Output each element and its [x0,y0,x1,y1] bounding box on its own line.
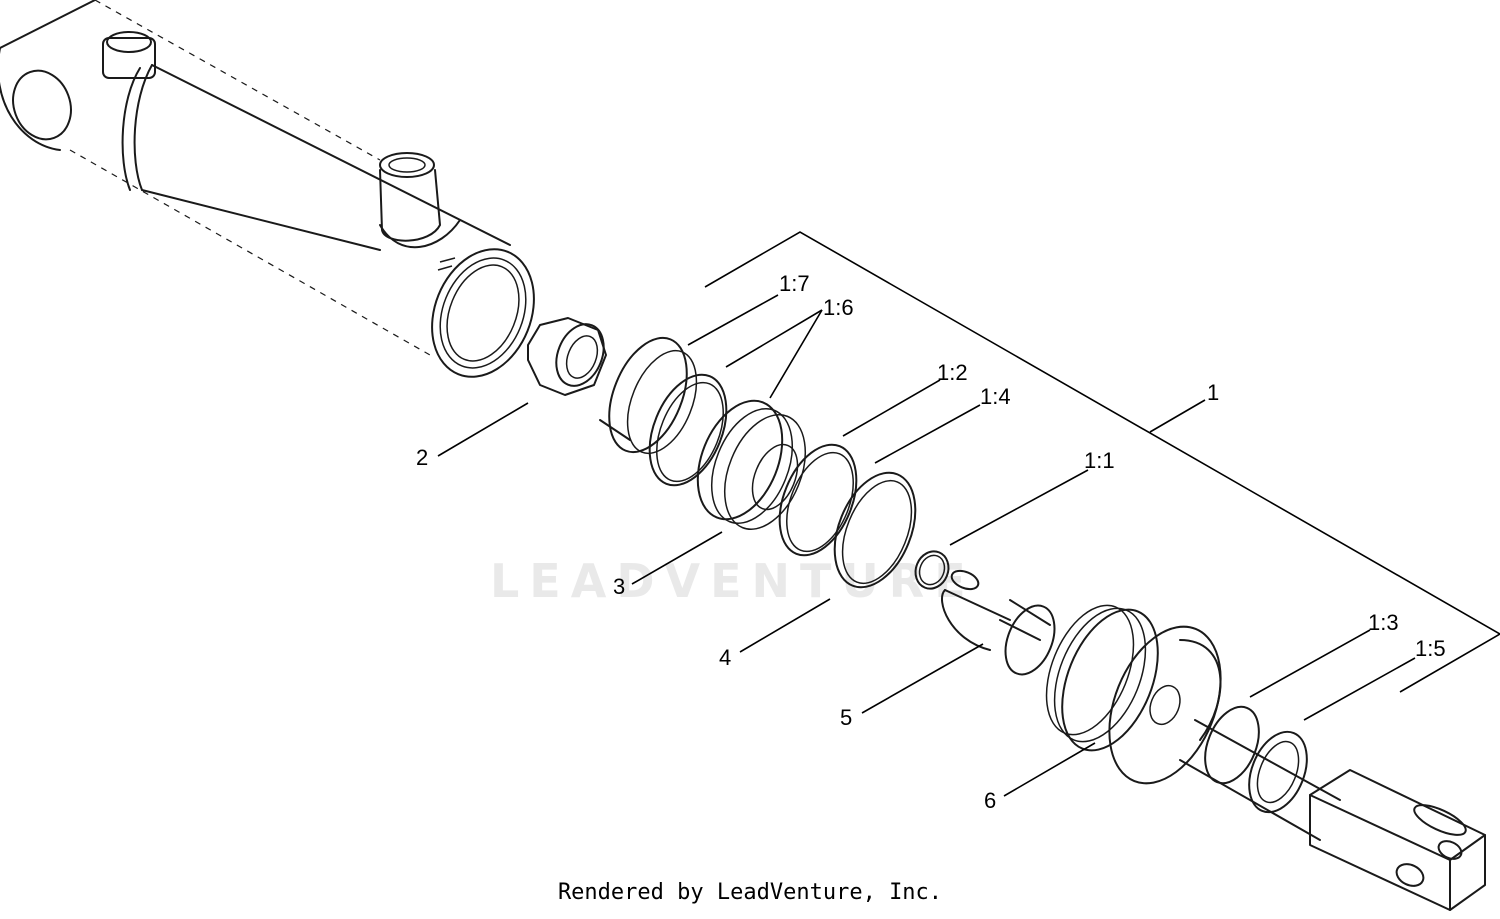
part-1-1-o-ring [914,550,950,590]
callout-1-3: 1:3 [1368,610,1399,635]
callout-labels: 1 1:1 1:2 1:3 1:4 1:5 1:6 1:7 2 3 4 5 6 [416,271,1446,813]
callout-1-4: 1:4 [980,384,1011,409]
part-1-6-o-rings [648,373,728,487]
assembly-bracket [704,231,1500,693]
part-1-7-split-ring [599,336,698,455]
callout-3: 3 [613,574,625,599]
part-4-wiper [833,471,917,589]
part-3-gland [696,399,806,530]
callout-2: 2 [416,445,428,470]
callout-5: 5 [840,705,852,730]
cylinder-barrel [0,0,535,378]
callout-1-1: 1:1 [1084,448,1115,473]
leader-lines [437,294,1416,797]
callout-1-6: 1:6 [823,295,854,320]
callout-6: 6 [984,788,996,813]
callout-1-5: 1:5 [1415,636,1446,661]
watermark-text: LEADVENTURE [490,554,976,608]
callout-1: 1 [1207,380,1219,405]
callout-4: 4 [719,645,731,670]
footer-credit: Rendered by LeadVenture, Inc. [557,880,943,905]
part-2-hex-nut [527,317,607,396]
callout-1-2: 1:2 [937,360,968,385]
part-5-6-piston-rod [941,569,1486,911]
callout-1-7: 1:7 [779,271,810,296]
part-1-2-seal [778,443,858,557]
